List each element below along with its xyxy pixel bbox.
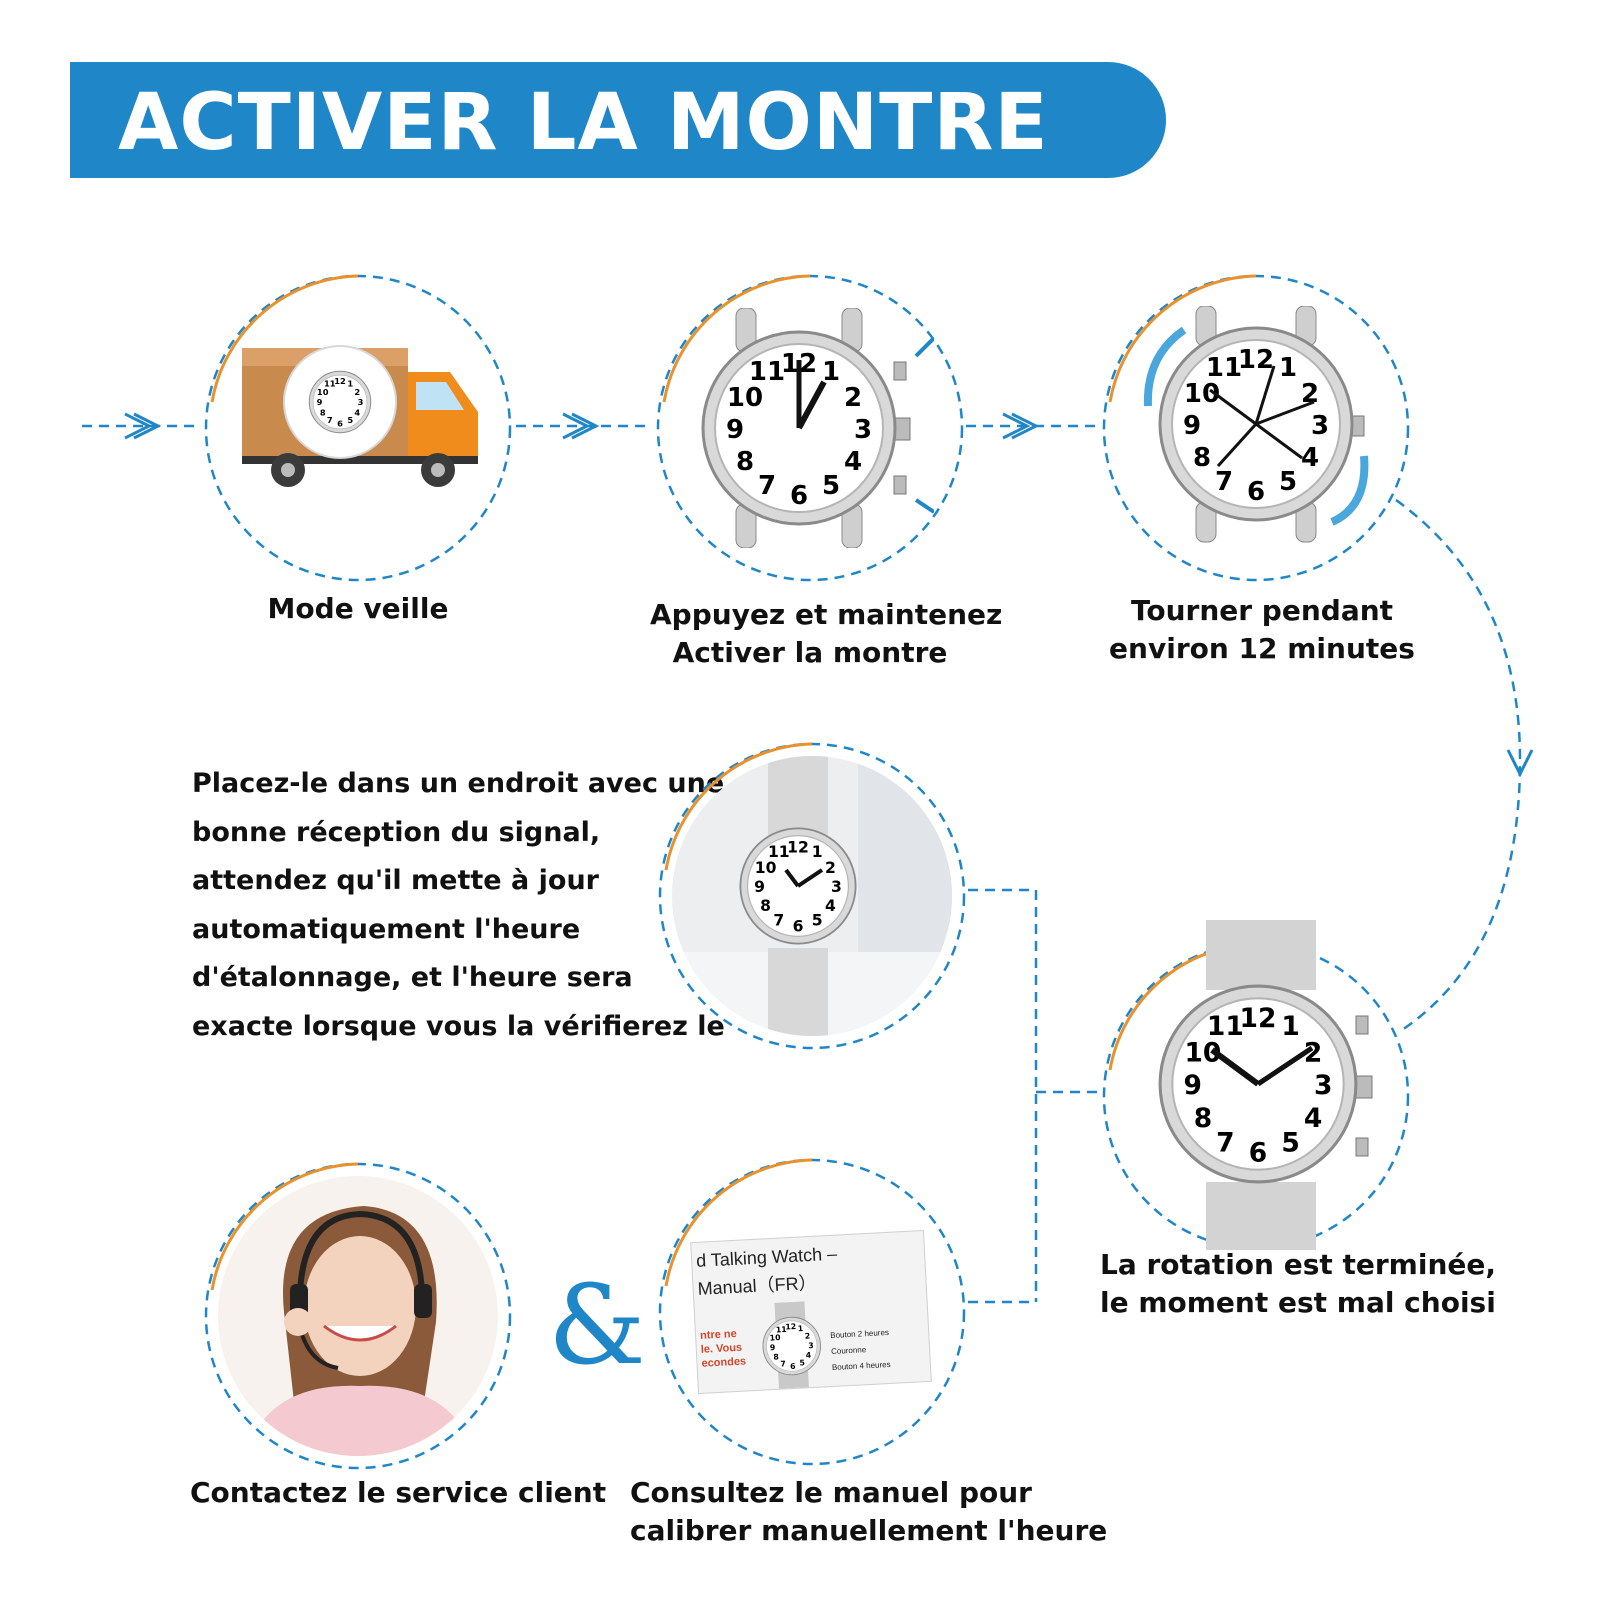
step-rotate-circle	[1100, 272, 1412, 584]
watch-icon	[1158, 920, 1373, 1250]
ampersand-symbol: &	[548, 1261, 646, 1389]
arrow-down-icon	[1506, 749, 1534, 778]
watch-on-shelf-photo	[672, 756, 952, 1036]
customer-service-caption: Contactez le service client	[190, 1476, 607, 1509]
step-rotation-done-circle	[1100, 920, 1412, 1252]
arrow-right-icon	[133, 412, 162, 440]
manual-title-line2: Manual（FR）	[697, 1272, 818, 1299]
manual-caption: Consultez le manuel pour calibrer manuel…	[630, 1476, 1108, 1547]
manual-circle: d Talking Watch – Manual（FR） ntre ne le.…	[656, 1156, 968, 1468]
arrow-right-icon	[571, 412, 600, 440]
placement-instructions: Placez-le dans un endroit avec une bonne…	[192, 768, 725, 1042]
delivery-truck-icon	[242, 345, 478, 487]
watch-rotating-hands-icon	[1143, 306, 1369, 543]
manual-red-text: ntre ne le. Vous econdes	[699, 1327, 747, 1370]
step-rotation-done-caption: La rotation est terminée, le moment est …	[1100, 1248, 1497, 1319]
step-press-hold-circle	[654, 272, 966, 584]
arrow-right-icon	[1011, 412, 1040, 440]
watch-buttons-icon	[701, 308, 934, 548]
placement-photo-circle	[656, 740, 968, 1052]
step-standby-circle	[202, 272, 514, 584]
manual-callouts: Bouton 2 heures Couronne Bouton 4 heures	[830, 1327, 891, 1372]
step-press-hold-caption: Appuyez et maintenez Activer la montre	[650, 598, 1003, 669]
manual-watch-image	[761, 1301, 823, 1389]
page-title: ACTIVER LA MONTRE	[118, 78, 1049, 168]
customer-service-circle	[202, 1160, 514, 1472]
step-standby-caption: Mode veille	[267, 592, 449, 625]
step-rotate-caption: Tourner pendant environ 12 minutes	[1109, 594, 1415, 665]
title-banner: ACTIVER LA MONTRE	[70, 62, 1166, 178]
manual-title-line1: d Talking Watch –	[695, 1243, 838, 1271]
customer-service-agent-icon	[218, 1176, 498, 1456]
manual-booklet-icon: d Talking Watch – Manual（FR） ntre ne le.…	[690, 1229, 932, 1395]
